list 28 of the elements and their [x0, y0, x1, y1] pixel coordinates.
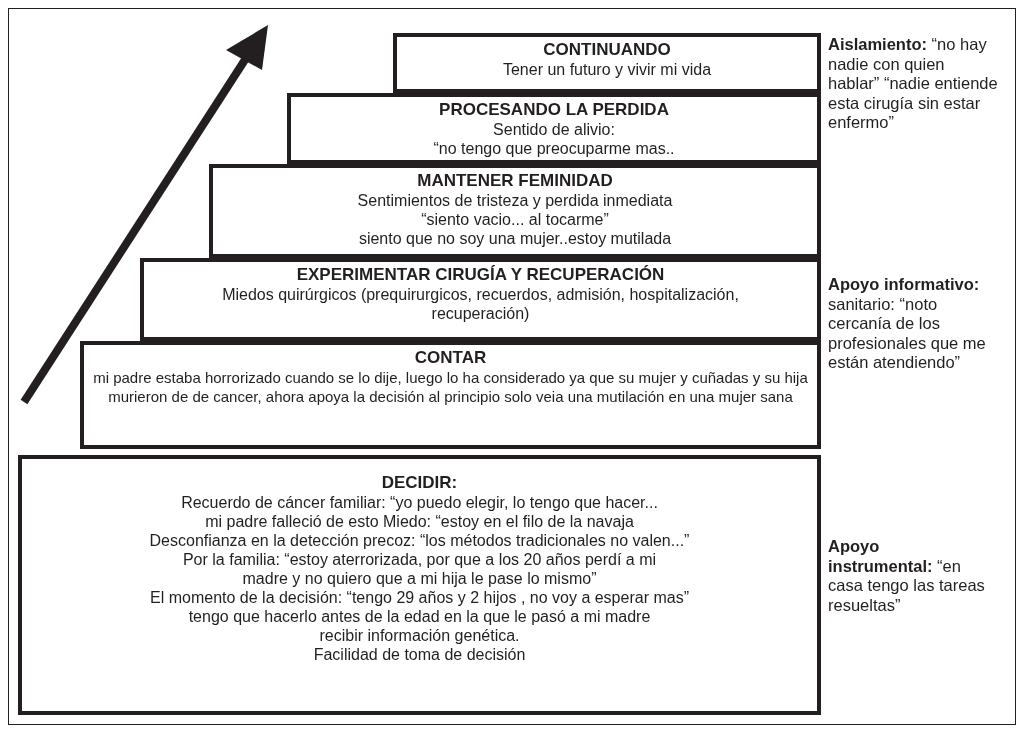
step-heading: CONTINUANDO [542, 40, 672, 60]
step-text: “no tengo que preocuparme mas.. [432, 139, 676, 158]
step-heading: MANTENER FEMINIDAD [416, 171, 614, 191]
step-text: Recuerdo de cáncer familiar: “yo puedo elegir, lo tengo que hacer... [180, 493, 659, 512]
step-text: Facilidad de toma de decisión [312, 645, 527, 664]
step-text: Tener un futuro y vivir mi vida [501, 60, 713, 79]
stair-step-box [18, 455, 821, 715]
step-text: mi padre estaba horrorizado cuando se lo dije, luego lo ha considerado ya que su mujer y cuñadas y su hija murieron de de cancer, ahora apoya la decisión al principio solo veia una mutilación en una mujer sana [92, 368, 809, 406]
step-text: Miedos quirúrgicos (prequirurgicos, recuerdos, admisión, hospitalización, recuperación) [221, 285, 740, 323]
step-text: siento que no soy una mujer..estoy mutilada [357, 229, 673, 248]
stair-step-box [393, 33, 821, 93]
step-text: El momento de la decisión: “tengo 29 años y 2 hijos , no voy a esperar mas” [149, 588, 690, 607]
side-note: Apoyo informativo: sanitario: “noto cercanía de los profesionales que me están atendiendo” [828, 275, 987, 373]
step-heading: DECIDIR: [380, 473, 459, 493]
step-heading: PROCESANDO LA PERDIDA [438, 100, 670, 120]
stair-step-box [80, 341, 821, 449]
step-text: Sentido de alivio: [492, 120, 616, 139]
step-text: Por la familia: “estoy aterrorizada, por que a los 20 años perdí a mi madre y no quiero que a mi hija le pase lo mismo” [181, 550, 658, 588]
step-text: recibir información genética. [318, 626, 521, 645]
step-heading: EXPERIMENTAR CIRUGÍA Y RECUPERACIÓN [295, 265, 666, 285]
step-text: Sentimientos de tristeza y perdida inmediata [356, 191, 674, 210]
step-text: tengo que hacerlo antes de la edad en la que le pasó a mi madre [187, 607, 652, 626]
side-note: Apoyo instrumental: “en casa tengo las tareas resueltas” [828, 537, 986, 615]
step-text: mi padre falleció de esto Miedo: “estoy en el filo de la navaja [204, 512, 635, 531]
step-heading: CONTAR [413, 348, 488, 368]
step-text: “siento vacio... al tocarme” [420, 210, 610, 229]
side-note: Aislamiento: “no hay nadie con quien hablar” “nadie entiende esta cirugía sin estar enfermo” [828, 35, 998, 133]
step-text: Desconfianza en la detección precoz: “los métodos tradicionales no valen...” [148, 531, 691, 550]
